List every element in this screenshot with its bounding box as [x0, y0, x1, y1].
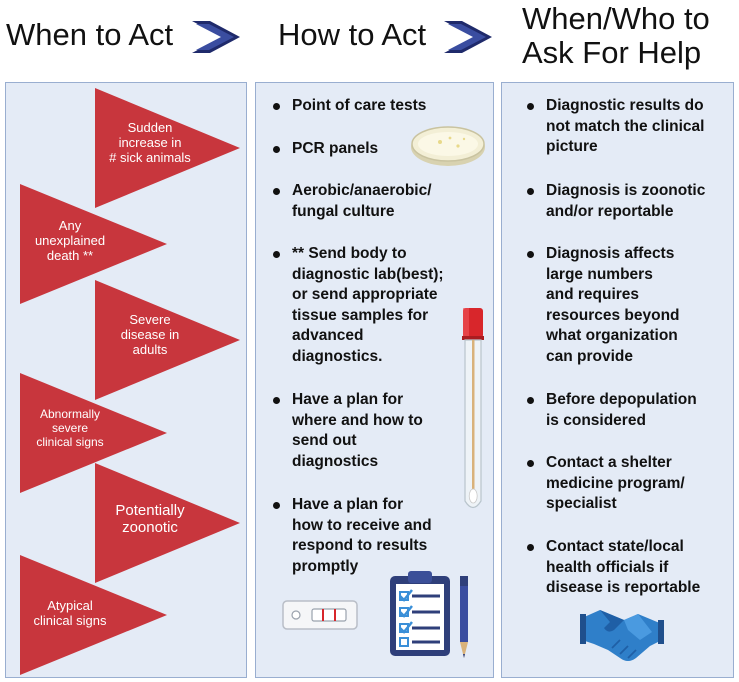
pen-icon — [460, 576, 468, 658]
bullet-icon — [527, 188, 534, 195]
trigger-triangle — [95, 463, 240, 583]
petri-dish-icon — [411, 126, 485, 166]
panel-when-who-to-ask — [501, 82, 734, 678]
bullet-icon — [527, 544, 534, 551]
list-item-text: PCR panels — [292, 140, 379, 157]
bullet-icon — [527, 251, 534, 258]
list-item: Point of care tests — [270, 96, 426, 117]
list-item-text: ** Send body to diagnostic lab(best); or… — [292, 245, 444, 365]
list-item-text: Contact a shelter medicine program/ spec… — [546, 454, 685, 512]
list-item: Diagnostic results do not match the clin… — [524, 96, 704, 158]
list-item: Have a plan for how to receive and respo… — [270, 495, 432, 577]
list-item-text: Aerobic/anaerobic/ fungal culture — [292, 182, 432, 220]
trigger-triangle — [20, 184, 167, 304]
list-item: Contact a shelter medicine program/ spec… — [524, 453, 685, 515]
list-item: Have a plan for where and how to send ou… — [270, 390, 423, 472]
list-item: Before depopulation is considered — [524, 390, 697, 431]
trigger-triangle — [20, 555, 167, 675]
rapid-test-cassette-icon — [282, 600, 358, 630]
trigger-label: Sudden increase in # sick animals — [109, 120, 191, 165]
trigger-label: Any unexplained death ** — [34, 218, 106, 263]
bullet-icon — [273, 146, 280, 153]
trigger-label: Severe disease in adults — [120, 312, 180, 357]
bullet-icon — [527, 460, 534, 467]
trigger-triangle — [20, 373, 167, 493]
handshake-icon — [580, 610, 664, 661]
list-item-text: Diagnosis is zoonotic and/or reportable — [546, 182, 706, 220]
header-how-to-act: How to Act — [278, 17, 427, 52]
list-item: Diagnosis is zoonotic and/or reportable — [524, 181, 705, 222]
bullet-icon — [273, 397, 280, 404]
trigger-triangle — [95, 88, 240, 208]
list-item: Aerobic/anaerobic/ fungal culture — [270, 181, 432, 222]
bullet-icon — [273, 502, 280, 509]
list-item: Diagnosis affects large numbers and requ… — [524, 244, 680, 367]
trigger-triangle — [95, 280, 240, 400]
list-item: Contact state/local health officials if … — [524, 537, 700, 599]
list-item-text: Have a plan for how to receive and respo… — [292, 496, 432, 575]
list-item: PCR panels — [270, 139, 378, 160]
list-item-text: Point of care tests — [292, 97, 427, 114]
list-item-text: Contact state/local health officials if … — [546, 538, 701, 596]
bullet-icon — [273, 103, 280, 110]
bullet-icon — [527, 397, 534, 404]
trigger-label: Potentially zoonotic — [115, 502, 185, 536]
panel-how-to-act — [255, 82, 494, 678]
header-when-to-act: When to Act — [6, 17, 174, 52]
list-item-text: Diagnosis affects large numbers and requ… — [546, 245, 680, 365]
trigger-label: Atypical clinical signs — [33, 598, 107, 628]
chevron-right-icon — [444, 21, 492, 53]
trigger-label: Abnormally severe clinical signs — [36, 407, 104, 449]
header-when-who-to-ask: When/Who to Ask For Help — [522, 1, 710, 70]
list-item-text: Diagnostic results do not match the clin… — [546, 97, 705, 155]
list-item-text: Before depopulation is considered — [546, 391, 697, 429]
clipboard-checklist-icon — [390, 571, 450, 656]
list-item-text: Have a plan for where and how to send ou… — [292, 391, 423, 470]
bullet-icon — [273, 188, 280, 195]
bullet-icon — [273, 251, 280, 258]
test-tube-swab-icon — [462, 308, 484, 509]
chevron-right-icon — [192, 21, 240, 53]
list-item: ** Send body to diagnostic lab(best); or… — [270, 244, 444, 367]
bullet-icon — [527, 103, 534, 110]
